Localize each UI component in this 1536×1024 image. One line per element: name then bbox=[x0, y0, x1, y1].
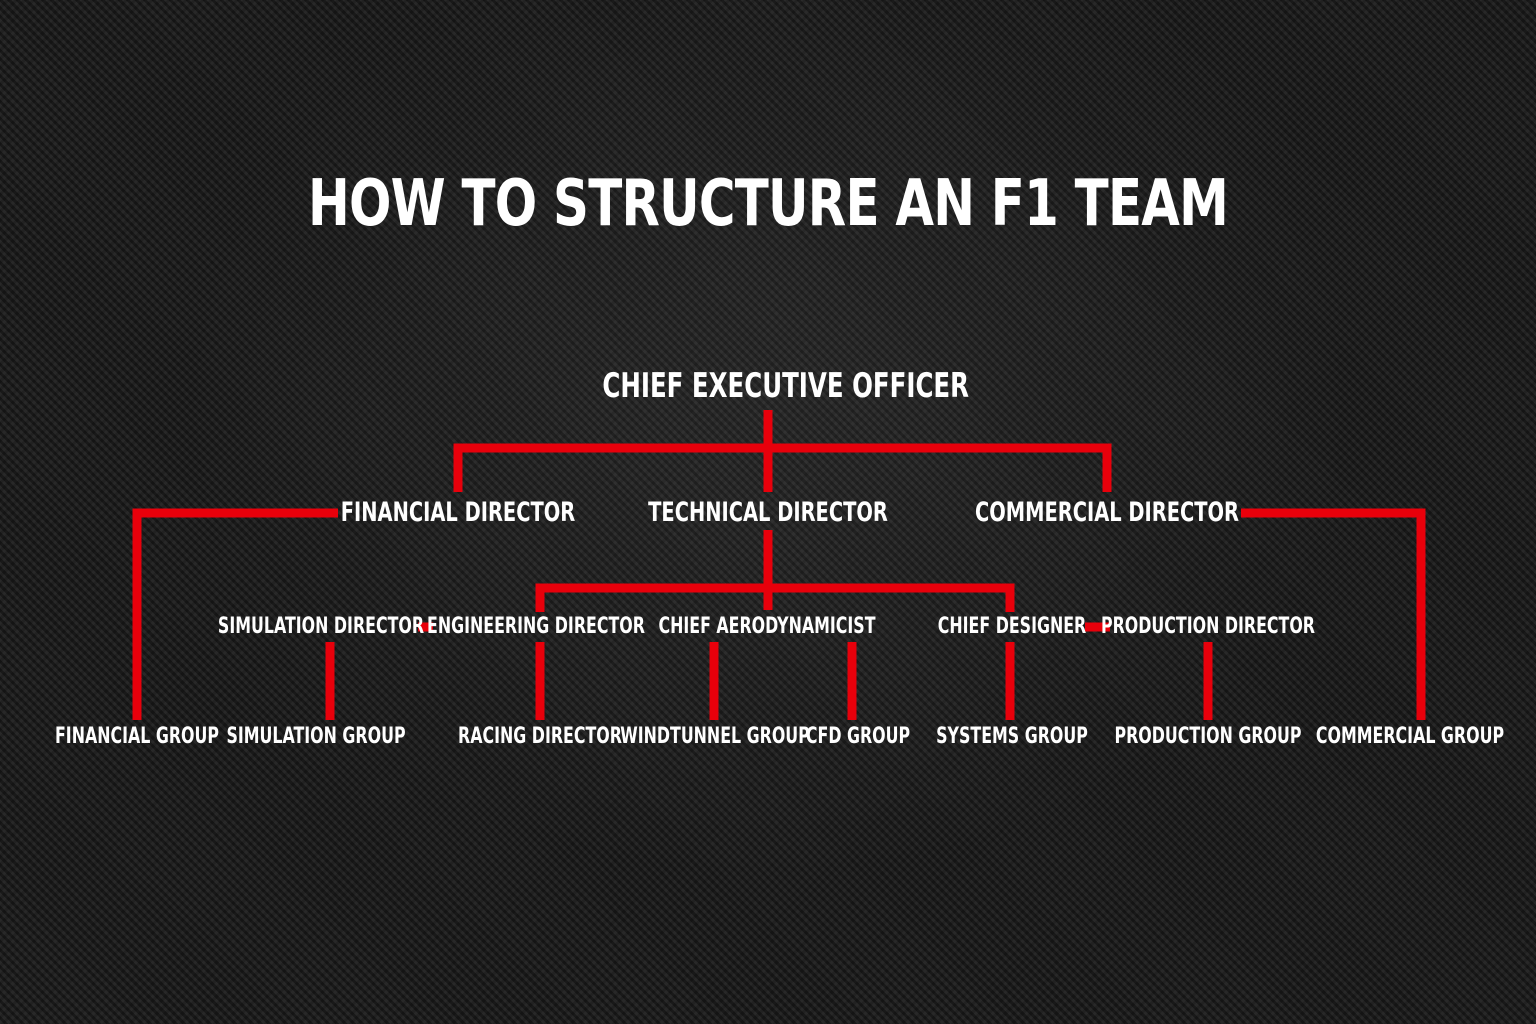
page-title: HOW TO STRUCTURE AN F1 TEAM bbox=[307, 167, 1229, 241]
node-simulation-group: SIMULATION GROUP bbox=[226, 724, 406, 749]
node-engineering-director: ENGINEERING DIRECTOR bbox=[427, 614, 645, 639]
node-financial-director: FINANCIAL DIRECTOR bbox=[340, 497, 576, 528]
node-chief-designer: CHIEF DESIGNER bbox=[937, 614, 1087, 639]
node-windtunnel-group: WINDTUNNEL GROUP bbox=[620, 724, 810, 749]
node-commercial-director: COMMERCIAL DIRECTOR bbox=[974, 497, 1240, 528]
node-systems-group: SYSTEMS GROUP bbox=[936, 724, 1088, 749]
node-commercial-group: COMMERCIAL GROUP bbox=[1315, 724, 1505, 749]
node-production-group: PRODUCTION GROUP bbox=[1114, 724, 1302, 749]
financial-to-group-connector bbox=[132, 508, 338, 720]
node-ceo: CHIEF EXECUTIVE OFFICER bbox=[602, 366, 969, 406]
node-simulation-director: SIMULATION DIRECTOR bbox=[217, 614, 425, 639]
node-production-director: PRODUCTION DIRECTOR bbox=[1101, 614, 1315, 639]
node-racing-director: RACING DIRECTOR bbox=[458, 724, 622, 749]
node-chief-aerodynamicist: CHIEF AERODYNAMICIST bbox=[658, 614, 876, 639]
node-financial-group: FINANCIAL GROUP bbox=[54, 724, 220, 749]
node-cfd-group: CFD GROUP bbox=[805, 724, 911, 749]
commercial-to-group-connector bbox=[1241, 508, 1426, 720]
node-technical-director: TECHNICAL DIRECTOR bbox=[648, 497, 888, 528]
technical-to-subdirectors-connector bbox=[535, 530, 1015, 612]
ceo-to-directors-connector bbox=[453, 410, 1112, 492]
